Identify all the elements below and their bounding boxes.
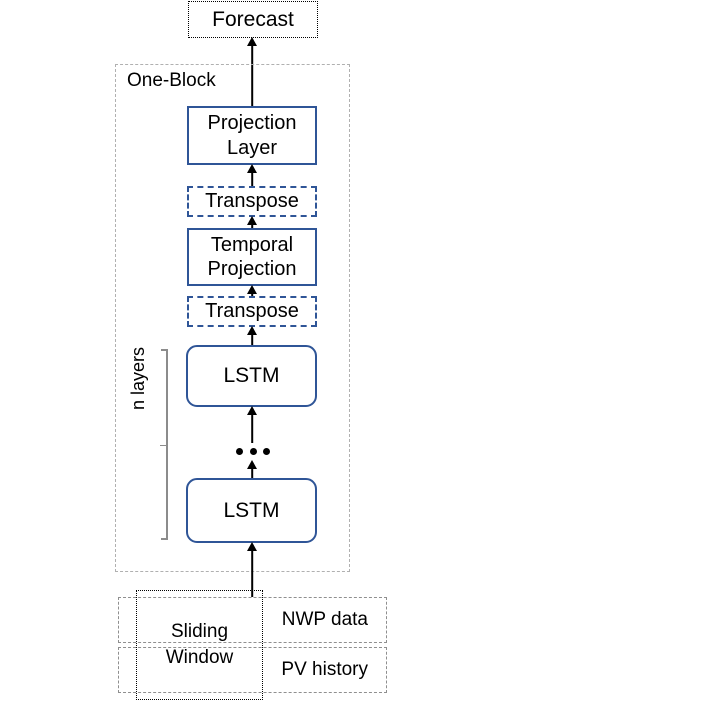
lstm-bottom-node: LSTM	[186, 478, 317, 543]
one-block-container	[115, 64, 350, 572]
sliding-window-node: Sliding Window	[136, 590, 263, 700]
forecast-node: Forecast	[188, 1, 318, 38]
lstm-top-node: LSTM	[186, 345, 317, 407]
one-block-label: One-Block	[127, 70, 216, 91]
ellipsis-dot	[236, 447, 243, 455]
ellipsis-dot	[249, 447, 257, 455]
nwp-data-node: NWP data	[118, 597, 387, 643]
n-layers-bracket	[160, 345, 168, 544]
transpose-top-node: Transpose	[187, 186, 317, 217]
projection-layer-node: Projection Layer	[187, 106, 317, 165]
pv-history-node: PV history	[118, 647, 387, 693]
transpose-bottom-node: Transpose	[187, 296, 317, 327]
ellipsis-dot	[263, 447, 270, 455]
temporal-projection-node: Temporal Projection	[187, 228, 317, 286]
n-layers-label: n layers	[128, 346, 148, 410]
layer-ellipsis	[236, 443, 270, 459]
